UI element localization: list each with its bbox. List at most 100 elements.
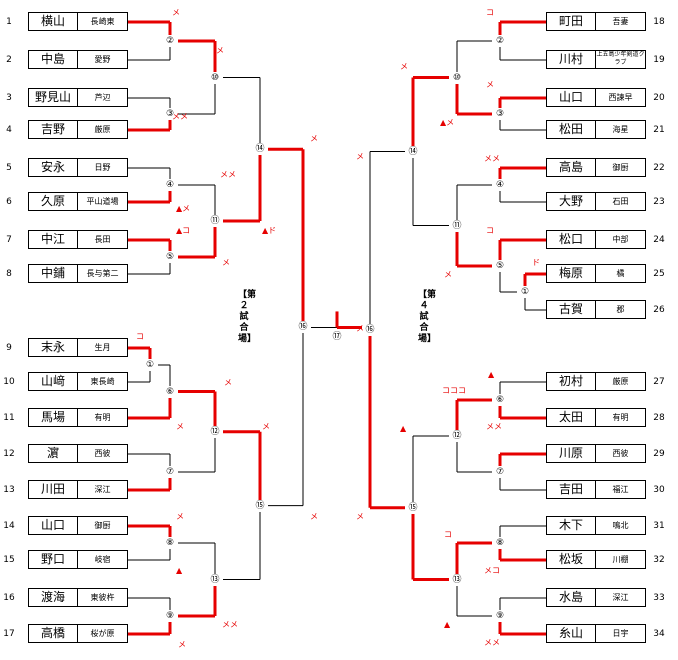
player-number: 32 <box>653 555 665 565</box>
player-entry: 大野石田 <box>546 192 646 211</box>
match-label: ⑧ <box>162 537 178 549</box>
player-entry: 初村厳原 <box>546 372 646 391</box>
player-team: 有明 <box>612 413 629 422</box>
player-name: 高橋 <box>29 625 78 642</box>
score-mark: ▲メ <box>440 118 455 127</box>
player-number: 12 <box>3 449 15 459</box>
match-label: ④ <box>492 179 508 191</box>
match-label: ⑪ <box>449 219 465 232</box>
player-number: 18 <box>653 17 665 27</box>
player-name: 山口 <box>547 89 596 106</box>
score-mark: メ <box>178 640 186 649</box>
score-mark: メ <box>224 378 232 387</box>
player-name: 松田 <box>547 121 596 138</box>
player-entry: 川原西彼 <box>546 444 646 463</box>
match-label: ③ <box>492 108 508 120</box>
player-entry: 川村上五島少年剣道クラブ <box>546 50 646 69</box>
player-number: 21 <box>653 125 665 135</box>
match-label: ⑨ <box>162 610 178 622</box>
match-label: ③ <box>162 108 178 120</box>
player-team: 厳原 <box>94 125 111 134</box>
player-team: 海星 <box>612 125 629 134</box>
player-name: 中鋪 <box>29 265 78 282</box>
match-label: ⑬ <box>449 573 465 586</box>
player-entry: 高島御厨 <box>546 158 646 177</box>
score-mark: コ <box>486 8 494 17</box>
player-team: 吾妻 <box>612 17 629 26</box>
player-entry: 野見山芦辺 <box>28 88 128 107</box>
player-entry: 高橋 桜が原 <box>28 624 128 643</box>
player-team: 東長崎 <box>90 377 115 386</box>
score-mark: メ <box>310 512 318 521</box>
score-mark: ▲ <box>488 370 495 379</box>
player-team: 生月 <box>94 343 111 352</box>
player-name: 馬場 <box>29 409 78 426</box>
player-entry: 横山長崎東 <box>28 12 128 31</box>
score-mark: メコ <box>484 566 500 575</box>
score-mark: メメ <box>172 112 188 121</box>
player-number: 10 <box>3 377 15 387</box>
match-label: ⑭ <box>252 143 268 156</box>
player-team: 西諫早 <box>608 93 633 102</box>
match-label: ⑧ <box>492 537 508 549</box>
player-name: 濵 <box>29 445 78 462</box>
player-team: 石田 <box>612 197 629 206</box>
player-name: 木下 <box>547 517 596 534</box>
venue-label: 【第２試合場】 <box>238 290 257 344</box>
score-mark: ▲ド <box>262 226 277 235</box>
match-label: ⑬ <box>207 573 223 586</box>
match-label: ② <box>492 35 508 47</box>
player-team: 御厨 <box>94 521 111 530</box>
score-mark: メメ <box>222 620 238 629</box>
player-number: 5 <box>6 163 12 173</box>
player-team: 鳴北 <box>612 521 629 530</box>
match-label: ⑨ <box>492 610 508 622</box>
player-team: 西彼 <box>94 449 111 458</box>
match-label: ② <box>162 35 178 47</box>
player-name: 松坂 <box>547 551 596 568</box>
player-number: 16 <box>3 593 15 603</box>
score-mark: ▲ <box>176 566 183 575</box>
player-number: 6 <box>6 197 12 207</box>
player-entry: 松坂川棚 <box>546 550 646 569</box>
player-number: 28 <box>653 413 665 423</box>
player-number: 33 <box>653 593 665 603</box>
player-number: 26 <box>653 305 665 315</box>
player-team: 愛野 <box>94 55 111 64</box>
score-mark: メメ <box>486 422 502 431</box>
match-label: ⑯ <box>295 321 311 334</box>
player-name: 吉野 <box>29 121 78 138</box>
player-team: 岐宿 <box>94 555 111 564</box>
player-entry: 松田 海星 <box>546 120 646 139</box>
match-label: ⑫ <box>449 430 465 442</box>
player-team: 郡 <box>616 305 625 314</box>
player-team: 長田 <box>94 235 111 244</box>
score-mark: メ <box>356 512 364 521</box>
score-mark: メ <box>310 134 318 143</box>
score-mark: メ <box>262 422 270 431</box>
player-number: 29 <box>653 449 665 459</box>
player-name: 梅原 <box>547 265 596 282</box>
player-name: 山﨑 <box>29 373 78 390</box>
score-mark: メメ <box>220 170 236 179</box>
match-label: ⑩ <box>207 71 223 84</box>
match-label: ⑥ <box>492 394 508 406</box>
match-label: ⑥ <box>162 385 178 398</box>
player-name: 吉田 <box>547 481 596 498</box>
match-label: ⑤ <box>492 260 508 272</box>
player-number: 9 <box>6 343 12 353</box>
player-number: 4 <box>6 125 12 135</box>
player-team: 福江 <box>612 485 629 494</box>
match-label: ① <box>517 286 533 298</box>
player-entry: 山口御厨 <box>28 516 128 535</box>
player-entry: 吉野 厳原 <box>28 120 128 139</box>
match-label: ⑭ <box>405 145 421 158</box>
player-team: 桜が原 <box>90 629 115 638</box>
player-team: 御厨 <box>612 163 629 172</box>
match-label: ⑩ <box>449 71 465 84</box>
player-number: 20 <box>653 93 665 103</box>
player-entry: 中江長田 <box>28 230 128 249</box>
venue-label: 【第４試合場】 <box>418 290 437 344</box>
player-entry: 馬場有明 <box>28 408 128 427</box>
player-number: 14 <box>3 521 15 531</box>
